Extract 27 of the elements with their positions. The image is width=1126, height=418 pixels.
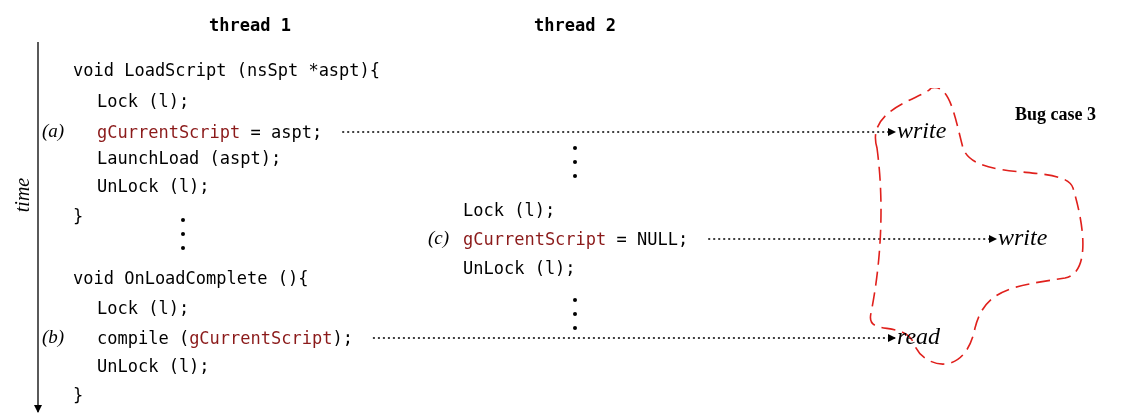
code-line: LaunchLoad (aspt); [97, 147, 282, 169]
arrow [372, 334, 896, 342]
access-label: read [897, 323, 941, 350]
arrow [707, 235, 997, 243]
step-marker: (c) [428, 227, 450, 249]
code-line: UnLock (l); [97, 175, 210, 197]
axis-label: time [10, 177, 34, 213]
column-heading: thread 1 [209, 14, 291, 36]
code-line: } [73, 205, 84, 227]
code-line: Lock (l); [97, 297, 190, 319]
code-line: compile (gCurrentScript); [97, 327, 353, 349]
code-line: } [73, 384, 84, 406]
code-line: gCurrentScript = aspt; [97, 121, 323, 143]
code-line: UnLock (l); [97, 355, 210, 377]
step-marker: (a) [42, 120, 65, 142]
column-heading: thread 2 [534, 14, 616, 36]
case-title: Bug case 3 [1015, 104, 1096, 125]
code-line: UnLock (l); [463, 257, 576, 279]
code-line: Lock (l); [463, 199, 556, 221]
code-line: gCurrentScript = NULL; [463, 228, 689, 250]
step-marker: (b) [42, 326, 65, 348]
arrow [341, 128, 896, 136]
access-label: write [897, 117, 947, 144]
code-line: void OnLoadComplete (){ [73, 267, 309, 289]
code-line: void LoadScript (nsSpt *aspt){ [73, 59, 381, 81]
access-label: write [998, 224, 1048, 251]
code-line: Lock (l); [97, 90, 190, 112]
